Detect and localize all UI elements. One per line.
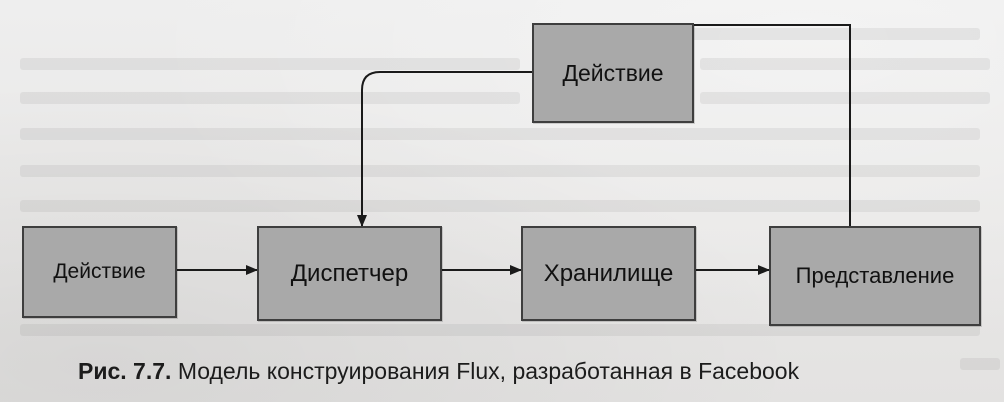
background-text-line — [20, 324, 980, 336]
store-box: Хранилище — [521, 226, 696, 321]
background-text-line — [20, 92, 520, 104]
action-box-left-label: Действие — [53, 260, 146, 283]
figure-number: Рис. 7.7. — [78, 358, 172, 384]
dispatcher-box-label: Диспетчер — [290, 259, 409, 287]
view-box-label: Представление — [795, 263, 955, 288]
action-box-top-label: Действие — [562, 59, 664, 86]
background-text-line — [640, 28, 980, 40]
background-text-line — [20, 165, 980, 177]
background-text-line — [20, 128, 980, 140]
figure-caption: Рис. 7.7. Модель конструирования Flux, р… — [78, 358, 799, 385]
background-text-line — [700, 92, 990, 104]
background-text-line — [700, 58, 990, 70]
action-box-top: Действие — [532, 23, 694, 123]
arrow-action-to-dispatcher-loop — [357, 71, 532, 227]
view-box: Представление — [769, 226, 981, 326]
dispatcher-box: Диспетчер — [257, 226, 442, 321]
connector-view-to-action — [694, 24, 851, 226]
action-box-left: Действие — [22, 226, 177, 318]
background-text-line — [20, 200, 980, 212]
background-text-line — [20, 58, 520, 70]
store-box-label: Хранилище — [543, 259, 674, 287]
figure-caption-text: Модель конструирования Flux, разработанн… — [177, 358, 800, 384]
background-text-line — [960, 358, 1000, 370]
